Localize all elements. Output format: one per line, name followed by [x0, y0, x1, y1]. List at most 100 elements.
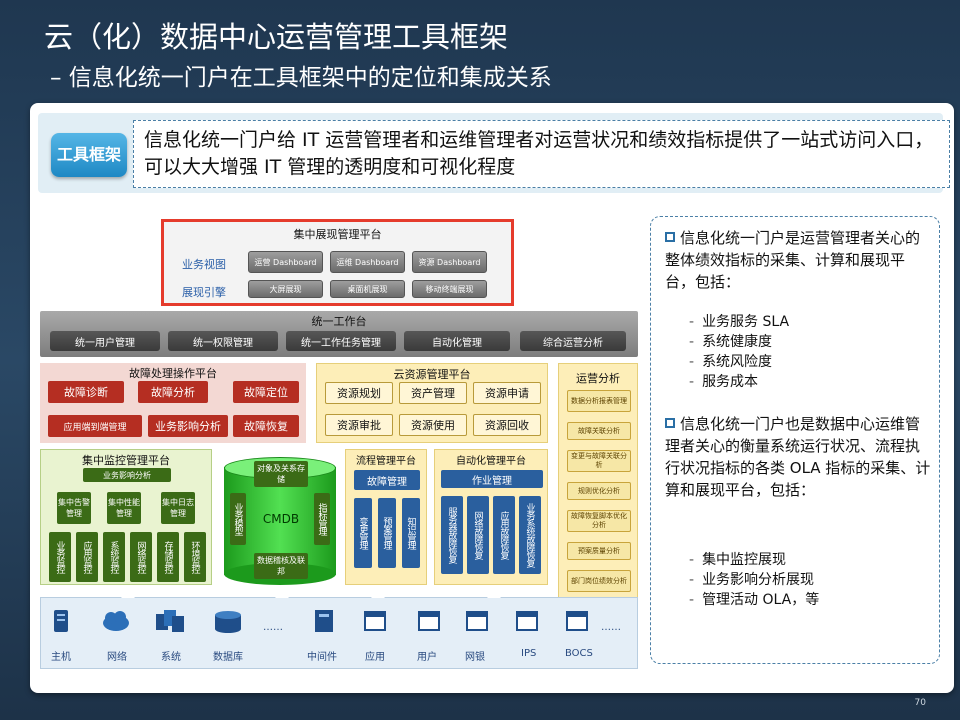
infra-label-app: 应用: [365, 652, 385, 663]
change-mgmt[interactable]: 变更管理: [354, 498, 372, 568]
infra-label-host: 主机: [51, 652, 71, 663]
network-recovery[interactable]: 网络故障恢复: [467, 496, 489, 574]
plan-quality[interactable]: 预案质量分析: [567, 542, 631, 560]
list-item: -业务影响分析展现: [689, 572, 815, 588]
fault-analysis[interactable]: 故障分析: [138, 381, 208, 403]
automation-title: 自动化管理平台: [456, 456, 526, 467]
application-icon: [364, 611, 386, 631]
asset-mgmt[interactable]: 资产管理: [399, 382, 467, 404]
incident-mgmt[interactable]: 故障管理: [354, 470, 420, 490]
app-end-to-end-mgmt[interactable]: 应用端到端管理: [48, 415, 142, 437]
resource-reclaim[interactable]: 资源回收: [473, 414, 541, 436]
monitor-impact[interactable]: 业务影响分析: [83, 468, 171, 482]
cloud-title: 云资源管理平台: [393, 368, 471, 381]
app-monitor[interactable]: 应用监控: [76, 532, 98, 582]
up-arrow-icon: [275, 590, 289, 598]
up-arrow-icon: [371, 590, 385, 598]
up-arrow-icon: [121, 590, 135, 598]
framework-tag: 工具框架: [51, 133, 127, 177]
plan-mgmt[interactable]: 预案管理: [378, 498, 396, 568]
ops-title: 运营分析: [576, 372, 620, 385]
unified-permission-mgmt[interactable]: 统一权限管理: [168, 331, 278, 351]
slide-title: 云（化）数据中心运营管理工具框架: [44, 20, 509, 54]
server-recovery[interactable]: 服务器故障恢复: [441, 496, 463, 574]
perf-mgmt[interactable]: 集中性能管理: [107, 492, 141, 524]
maint-dashboard[interactable]: 运维 Dashboard: [330, 251, 405, 273]
infra-label-bocs: BOCS: [565, 648, 593, 659]
infra-ellipsis: ……: [263, 622, 283, 633]
description-panel: 信息化统一门户是运营管理者关心的整体绩效指标的采集、计算和展现平台，包括： -业…: [650, 216, 940, 664]
cmdb-label: CMDB: [262, 512, 300, 526]
infra-label-ebank: 网银: [465, 652, 485, 663]
mobile-display[interactable]: 移动终端展现: [412, 280, 487, 298]
env-monitor[interactable]: 环境监控: [184, 532, 206, 582]
resource-usage[interactable]: 资源使用: [399, 414, 467, 436]
job-mgmt[interactable]: 作业管理: [441, 470, 543, 488]
paragraph-1: 信息化统一门户是运营管理者关心的整体绩效指标的采集、计算和展现平台，包括：: [665, 229, 921, 291]
ebank-icon: [466, 611, 488, 631]
monitor-title: 集中监控管理平台: [82, 454, 170, 467]
infra-ellipsis: ……: [601, 622, 621, 633]
business-monitor[interactable]: 业务监控: [49, 532, 71, 582]
page-number: 70: [914, 698, 926, 708]
render-engine-label: 展现引擎: [182, 286, 226, 299]
paragraph-2: 信息化统一门户也是数据中心运维管理者关心的衡量系统运行状况、流程执行状况指标的各…: [665, 415, 931, 499]
fault-correlation[interactable]: 故障关联分析: [567, 422, 631, 440]
desktop-display[interactable]: 桌面机展现: [330, 280, 405, 298]
ops-dashboard[interactable]: 运营 Dashboard: [248, 251, 323, 273]
network-monitor[interactable]: 网络监控: [130, 532, 152, 582]
infra-label-network: 网络: [107, 652, 127, 663]
square-bullet-icon: [665, 418, 675, 428]
list-item: -管理活动 OLA，等: [689, 592, 820, 608]
automation-mgmt[interactable]: 自动化管理: [404, 331, 510, 351]
storage-monitor[interactable]: 存储监控: [157, 532, 179, 582]
resource-dashboard[interactable]: 资源 Dashboard: [412, 251, 487, 273]
report-analysis[interactable]: 数据分析报表管理: [567, 390, 631, 412]
alarm-mgmt[interactable]: 集中告警管理: [57, 492, 91, 524]
list-item: -系统风险度: [689, 354, 773, 370]
unified-user-mgmt[interactable]: 统一用户管理: [50, 331, 160, 351]
unified-workbench: 统一工作台 统一用户管理 统一权限管理 统一工作任务管理 自动化管理 综合运营分…: [40, 311, 638, 357]
knowledge-mgmt[interactable]: 知识管理: [402, 498, 420, 568]
ops-analysis-panel: 运营分析 数据分析报表管理 故障关联分析 变更与故障关联分析 规则优化分析 故障…: [558, 363, 638, 613]
resource-request[interactable]: 资源申请: [473, 382, 541, 404]
big-screen-display[interactable]: 大屏展现: [248, 280, 323, 298]
rule-optimization[interactable]: 规则优化分析: [567, 482, 631, 500]
business-recovery[interactable]: 业务系统故障恢复: [519, 496, 541, 574]
list-item: -业务服务 SLA: [689, 314, 790, 330]
square-bullet-icon: [665, 232, 675, 242]
log-mgmt[interactable]: 集中日志管理: [161, 492, 195, 524]
ips-icon: [516, 611, 538, 631]
data-audit[interactable]: 数据稽核及联邦: [254, 553, 308, 579]
middleware-icon: [315, 610, 333, 632]
metric-mgmt[interactable]: 指标管理: [314, 493, 330, 545]
infra-label-system: 系统: [161, 652, 181, 663]
business-model[interactable]: 业务模型: [230, 493, 246, 545]
performance-analysis[interactable]: 部门岗位绩效分析: [567, 570, 631, 592]
server-icon: [54, 610, 68, 632]
infrastructure-layer: 主机 网络 系统 数据库 …… 中间件 应用 用户 网银 IPS BOCS ……: [40, 590, 638, 669]
object-relation-store[interactable]: 对象及关系存储: [254, 461, 308, 487]
resource-planning[interactable]: 资源规划: [325, 382, 393, 404]
integrated-ops-analysis[interactable]: 综合运营分析: [520, 331, 626, 351]
infra-label-middleware: 中间件: [307, 652, 337, 663]
fault-location[interactable]: 故障定位: [233, 381, 299, 403]
unified-task-mgmt[interactable]: 统一工作任务管理: [286, 331, 396, 351]
script-optimization[interactable]: 故障恢复脚本优化分析: [567, 510, 631, 532]
list-item: -系统健康度: [689, 334, 773, 350]
app-recovery[interactable]: 应用故障恢复: [493, 496, 515, 574]
bocs-icon: [566, 611, 588, 631]
portal-platform: 集中展现管理平台 业务视图 展现引擎 运营 Dashboard 运维 Dashb…: [161, 219, 514, 306]
workbench-title: 统一工作台: [311, 315, 367, 328]
cloud-resource-platform: 云资源管理平台 资源规划 资产管理 资源申请 资源审批 资源使用 资源回收: [316, 363, 548, 443]
up-arrow-icon: [487, 590, 501, 598]
fault-title: 故障处理操作平台: [129, 367, 217, 380]
intro-text: 信息化统一门户给 IT 运营管理者和运维管理者对运营状况和绩效指标提供了一站式访…: [133, 120, 950, 188]
system-monitor[interactable]: 系统监控: [103, 532, 125, 582]
fault-diagnosis[interactable]: 故障诊断: [48, 381, 124, 403]
fault-recovery[interactable]: 故障恢复: [233, 415, 299, 437]
change-fault-correlation[interactable]: 变更与故障关联分析: [567, 450, 631, 472]
business-impact-analysis[interactable]: 业务影响分析: [148, 415, 228, 437]
resource-approval[interactable]: 资源审批: [325, 414, 393, 436]
cloud-network-icon: [103, 611, 129, 631]
